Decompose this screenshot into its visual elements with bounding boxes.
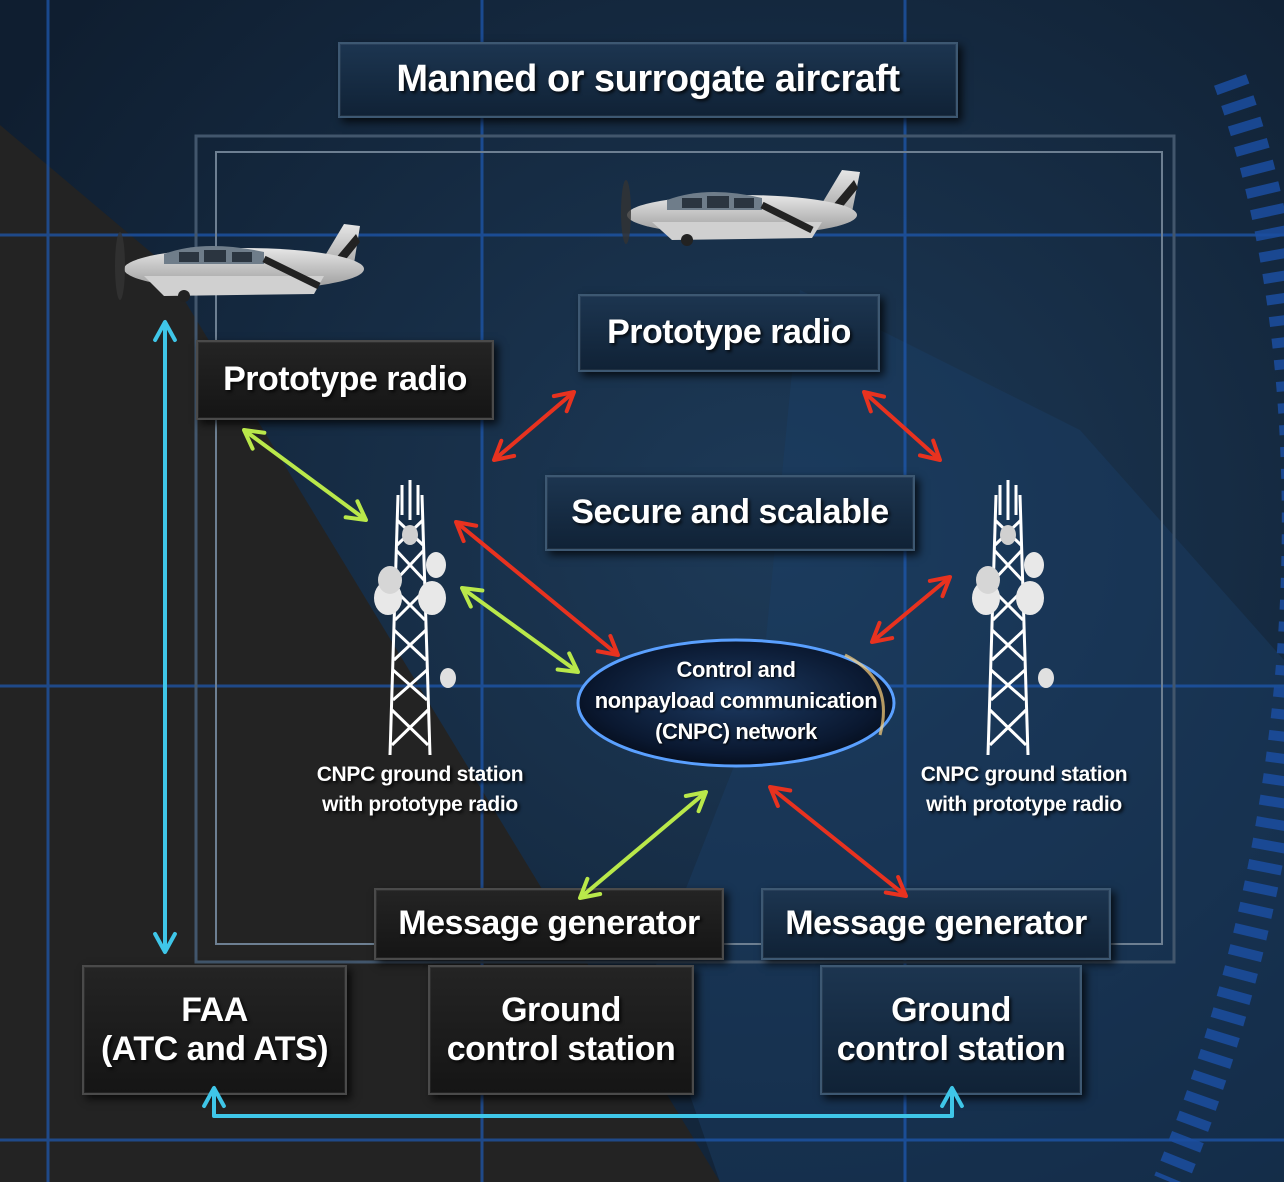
faa-line1: FAA <box>181 990 248 1029</box>
gcs-right-line2: control station <box>836 1030 1066 1068</box>
secure-scalable-label: Secure and scalable <box>571 493 889 532</box>
prototype-radio-left-box: Prototype radio <box>196 340 494 420</box>
message-generator-left-label: Message generator <box>398 904 700 943</box>
radio-tower-icon <box>374 480 456 756</box>
faa-line2: (ATC and ATS) <box>100 1030 329 1068</box>
network-label: Control and nonpayload communication (CN… <box>576 655 896 747</box>
secure-scalable-box: Secure and scalable <box>545 475 915 551</box>
faa-box: FAA (ATC and ATS) <box>82 965 347 1095</box>
station-right-label: CNPC ground station with prototype radio <box>894 760 1154 821</box>
prototype-radio-left-label: Prototype radio <box>223 360 467 399</box>
network-ellipse <box>576 638 896 768</box>
gcs-left-line1: Ground <box>501 990 621 1029</box>
station-left-label: CNPC ground station with prototype radio <box>290 760 550 821</box>
airplane-icon <box>621 170 860 246</box>
network-label-line3: (CNPC) network <box>655 718 817 744</box>
radio-tower-icon <box>972 480 1054 756</box>
gcs-left-line2: control station <box>446 1030 676 1068</box>
radar-ring <box>1154 74 1284 1182</box>
gcs-left-box: Ground control station <box>428 965 694 1095</box>
network-label-line1: Control and <box>676 657 796 682</box>
message-generator-right-box: Message generator <box>761 888 1111 960</box>
prototype-radio-top-label: Prototype radio <box>607 313 851 352</box>
ellipse-glow-edge <box>844 653 885 736</box>
outer-frame <box>194 134 1176 964</box>
gcs-right-line1: Ground <box>891 990 1011 1029</box>
station-left-line2: with prototype radio <box>322 793 518 817</box>
station-left-line1: CNPC ground station <box>316 763 524 786</box>
station-right-line2: with prototype radio <box>926 793 1122 817</box>
message-generator-left-box: Message generator <box>374 888 724 960</box>
title-box: Manned or surrogate aircraft <box>338 42 958 118</box>
message-generator-right-label: Message generator <box>785 904 1087 943</box>
gcs-right-box: Ground control station <box>820 965 1082 1095</box>
station-right-line1: CNPC ground station <box>920 763 1128 786</box>
airplane-icon <box>115 224 364 302</box>
network-label-line2: nonpayload communication <box>594 687 878 713</box>
title-label: Manned or surrogate aircraft <box>396 58 900 101</box>
prototype-radio-top-box: Prototype radio <box>578 294 880 372</box>
